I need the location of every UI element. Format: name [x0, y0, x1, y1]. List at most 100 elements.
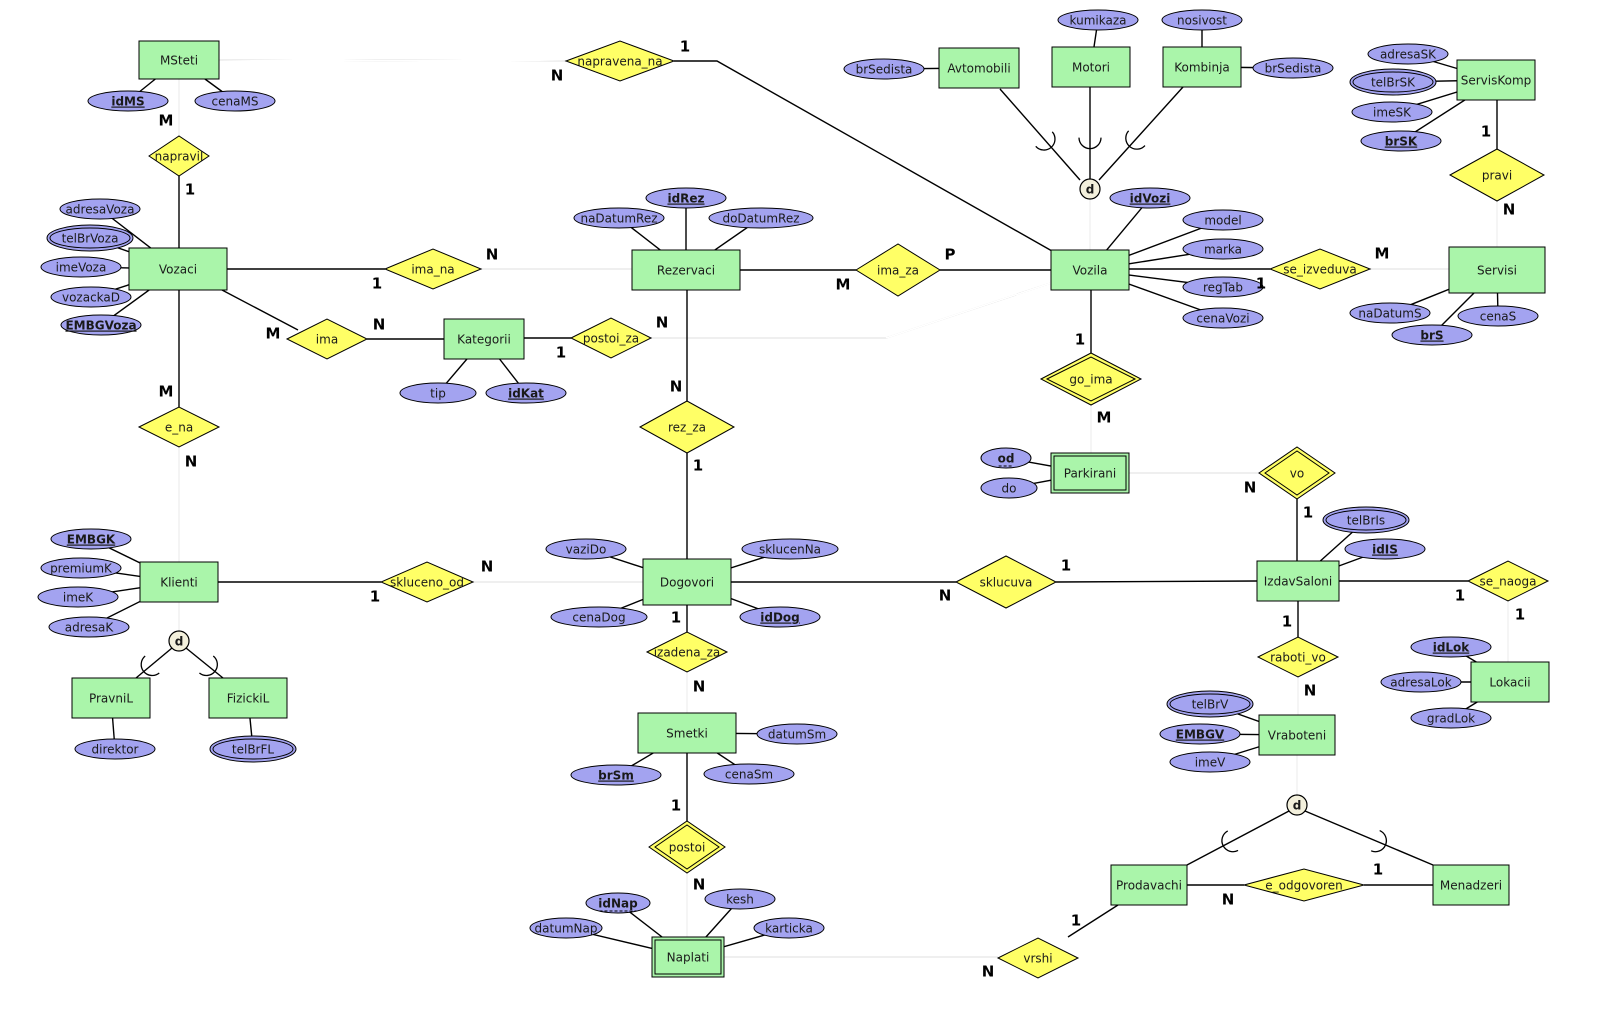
entity-kategorii[interactable]: Kategorii — [443, 318, 525, 360]
attribute-regtab[interactable]: regTab — [1182, 276, 1264, 298]
attribute-brsedistak[interactable]: brSedista — [1252, 57, 1334, 79]
disjoint-specialization-vozila[interactable]: d — [1079, 178, 1101, 200]
attribute-adresask[interactable]: adresaSK — [1367, 43, 1449, 65]
relationship-vrshi[interactable]: vrshi — [996, 937, 1080, 979]
attribute-cenams[interactable]: cenaMS — [194, 90, 276, 112]
entity-vozaci[interactable]: Vozaci — [128, 247, 228, 291]
attribute-do[interactable]: do — [980, 477, 1038, 499]
attribute-sklucenna[interactable]: sklucenNa — [741, 538, 839, 560]
entity-menadzeri[interactable]: Menadzeri — [1432, 864, 1510, 906]
attribute-vazido[interactable]: vaziDo — [545, 538, 627, 560]
attribute-embgvoza[interactable]: EMBGVoza — [60, 314, 142, 336]
attribute-iddog[interactable]: idDog — [739, 606, 821, 628]
attribute-dodatumrez[interactable]: doDatumRez — [708, 207, 814, 229]
relationship-pravi[interactable]: pravi — [1448, 148, 1546, 202]
relationship-e-na[interactable]: e_na — [137, 406, 221, 448]
attribute-direktor[interactable]: direktor — [74, 738, 156, 760]
entity-avtomobili[interactable]: Avtomobili — [938, 47, 1020, 89]
relationship-postoi[interactable]: postoi — [648, 820, 726, 874]
attribute-imevoza[interactable]: imeVoza — [40, 256, 122, 278]
attribute-adresak[interactable]: adresaK — [48, 616, 130, 638]
attribute-premiumk[interactable]: premiumK — [40, 557, 122, 579]
entity-pravnil[interactable]: PravniL — [71, 677, 151, 719]
attribute-karticka[interactable]: karticka — [753, 917, 825, 939]
attribute-datumsm[interactable]: datumSm — [756, 723, 838, 745]
entity-motori[interactable]: Motori — [1051, 46, 1131, 88]
attribute-kumikaza[interactable]: kumikaza — [1057, 9, 1139, 31]
entity-vraboteni[interactable]: Vraboteni — [1258, 714, 1336, 756]
entity-rezervaci[interactable]: Rezervaci — [631, 249, 741, 291]
relationship-go-ima[interactable]: go_ima — [1039, 352, 1143, 406]
relationship-e-odgovoren[interactable]: e_odgovoren — [1242, 868, 1366, 902]
attribute-model[interactable]: model — [1182, 209, 1264, 231]
attribute-gradlok[interactable]: gradLok — [1410, 707, 1492, 729]
attribute-cenasm[interactable]: cenaSm — [703, 763, 795, 785]
entity-izdavsaloni[interactable]: IzdavSaloni — [1256, 560, 1340, 602]
relationship-sklucuva[interactable]: sklucuva — [954, 555, 1058, 609]
attribute-od[interactable]: od — [980, 447, 1032, 469]
attribute-tip[interactable]: tip — [399, 382, 477, 404]
entity-naplati[interactable]: Naplati — [651, 936, 725, 978]
disjoint-specialization-klienti[interactable]: d — [168, 630, 190, 652]
attribute-imek[interactable]: imeK — [37, 586, 119, 608]
entity-vozila[interactable]: Vozila — [1050, 249, 1130, 291]
attribute-idlok[interactable]: idLok — [1410, 636, 1492, 658]
entity-serviskomp[interactable]: ServisKomp — [1456, 59, 1536, 101]
attribute-nadatums[interactable]: naDatumS — [1349, 302, 1431, 324]
attribute-datumnap[interactable]: datumNap — [529, 917, 603, 939]
attribute-telbrfl[interactable]: telBrFL — [209, 735, 297, 763]
relationship-se-izveduva[interactable]: se_izveduva — [1268, 248, 1372, 290]
attribute-idvozi[interactable]: idVozi — [1109, 187, 1191, 209]
relationship-se-naoga[interactable]: se_naoga — [1466, 560, 1550, 602]
attribute-brsedistaa[interactable]: brSedista — [843, 58, 925, 80]
entity-msteti[interactable]: MSteti — [138, 40, 220, 80]
attribute-embgv[interactable]: EMBGV — [1159, 723, 1241, 745]
relationship-rez-za[interactable]: rez_za — [638, 400, 736, 454]
attribute-cenas[interactable]: cenaS — [1457, 305, 1539, 327]
entity-kombinja[interactable]: Kombinja — [1162, 46, 1242, 88]
entity-lokacii[interactable]: Lokacii — [1470, 661, 1550, 703]
relationship-izadena-za[interactable]: izadena_za — [645, 631, 729, 673]
entity-servisi[interactable]: Servisi — [1448, 246, 1546, 294]
attribute-nadatumrez[interactable]: naDatumRez — [573, 207, 665, 229]
entity-parkirani[interactable]: Parkirani — [1050, 452, 1130, 494]
attribute-adresalok[interactable]: adresaLok — [1380, 671, 1462, 693]
attribute-telbris[interactable]: telBrIs — [1322, 506, 1410, 534]
attribute-idms[interactable]: idMS — [87, 90, 169, 112]
relationship-napravena-na[interactable]: napravena_na — [564, 40, 676, 82]
attribute-telbrv[interactable]: telBrV — [1166, 690, 1254, 718]
attribute-adresavoza[interactable]: adresaVoza — [59, 198, 141, 220]
relationship-skluceno-od[interactable]: skluceno_od — [379, 561, 475, 603]
attribute-brs[interactable]: brS — [1391, 324, 1473, 346]
relationship-napravil[interactable]: napravil — [148, 135, 210, 177]
attribute-vozackad[interactable]: vozackaD — [50, 286, 132, 308]
entity-smetki[interactable]: Smetki — [637, 712, 737, 754]
attribute-kesh[interactable]: kesh — [704, 888, 776, 910]
attribute-idkat[interactable]: idKat — [485, 382, 567, 404]
disjoint-specialization-vraboteni[interactable]: d — [1286, 794, 1308, 816]
attribute-cenavozi[interactable]: cenaVozi — [1182, 307, 1264, 329]
entity-klienti[interactable]: Klienti — [139, 561, 219, 603]
attribute-marka[interactable]: marka — [1182, 238, 1264, 260]
attribute-idrez[interactable]: idRez — [645, 187, 727, 209]
attribute-brsk[interactable]: brSK — [1360, 130, 1442, 152]
attribute-nosivost[interactable]: nosivost — [1161, 9, 1243, 31]
attribute-brsm[interactable]: brSm — [570, 764, 662, 786]
attribute-imev[interactable]: imeV — [1169, 751, 1251, 773]
attribute-telbrvoza[interactable]: telBrVoza — [46, 224, 134, 252]
relationship-ima[interactable]: ima — [285, 318, 369, 360]
relationship-ima-za[interactable]: ima_za — [855, 243, 941, 297]
attribute-idnap[interactable]: idNap — [585, 892, 651, 914]
entity-dogovori[interactable]: Dogovori — [642, 558, 732, 606]
attribute-embgk[interactable]: EMBGK — [50, 528, 132, 550]
relationship-raboti-vo[interactable]: raboti_vo — [1256, 636, 1340, 678]
relationship-postoi-za[interactable]: postoi_za — [569, 317, 653, 359]
attribute-telbrsk[interactable]: telBrSK — [1349, 68, 1437, 96]
attribute-cenadog[interactable]: cenaDog — [550, 606, 648, 628]
attribute-idis[interactable]: idIS — [1344, 538, 1426, 560]
relationship-ima-na[interactable]: ima_na — [383, 248, 483, 290]
entity-prodavachi[interactable]: Prodavachi — [1110, 864, 1188, 906]
entity-fizickil[interactable]: FizickiL — [208, 677, 288, 719]
attribute-imesk[interactable]: imeSK — [1351, 101, 1433, 123]
relationship-vo[interactable]: vo — [1258, 446, 1336, 500]
